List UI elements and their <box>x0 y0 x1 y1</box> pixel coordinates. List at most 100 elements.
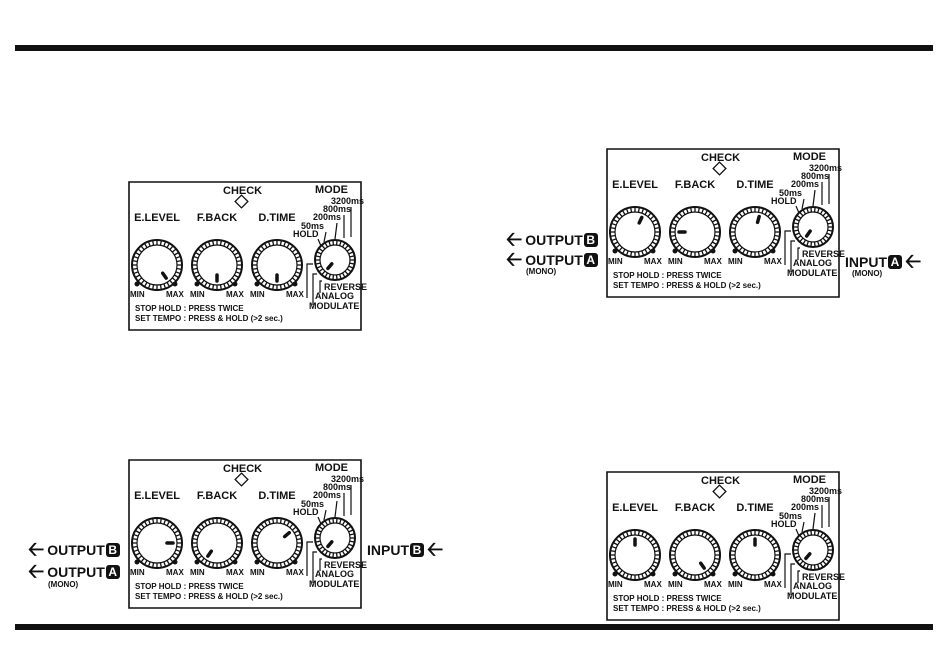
mode-option-time: HOLD <box>293 507 319 517</box>
arrow-left-icon: 🡠 <box>506 229 523 251</box>
arrow-left-icon: 🡠 <box>28 561 45 583</box>
input-a-label: INPUT <box>845 254 887 270</box>
output-b-label: OUTPUT <box>47 542 105 558</box>
check-label: CHECK <box>701 475 741 487</box>
mode-leader-line <box>784 230 791 265</box>
max-dot <box>710 248 716 254</box>
mode-option-time: 200ms <box>791 179 820 189</box>
panel-outline <box>606 148 840 298</box>
min-label: MIN <box>130 568 145 577</box>
mode-option-time: 800ms <box>801 494 830 504</box>
mode-label: MODE <box>315 462 348 474</box>
max-dot <box>292 281 298 287</box>
min-dot <box>672 571 678 577</box>
panel-drawing <box>606 471 840 621</box>
min-dot <box>732 248 738 254</box>
knob-mode <box>314 239 356 281</box>
knob-label: F.BACK <box>674 179 716 191</box>
mode-leader-line <box>812 512 816 530</box>
panel-drawing <box>128 181 362 331</box>
knob-label: D.TIME <box>258 490 296 502</box>
output-b-jack-top-right: 🡠 OUTPUT B <box>503 229 598 251</box>
mode-option-modulate: MODULATE <box>787 591 838 601</box>
min-label: MIN <box>250 290 265 299</box>
max-dot <box>172 559 178 565</box>
mode-option-analog: ANALOG <box>793 581 832 591</box>
mode-leader-line <box>790 563 795 595</box>
knob-f-back <box>191 517 243 569</box>
min-dot <box>134 281 140 287</box>
mode-leader-line <box>323 509 327 521</box>
max-label: MAX <box>764 257 782 266</box>
knob-e-level <box>131 239 183 291</box>
mono-label: (MONO) <box>852 269 883 278</box>
min-dot <box>254 559 260 565</box>
mode-option-time: 50ms <box>301 499 325 509</box>
check-label: CHECK <box>701 152 741 164</box>
mode-leader-line <box>312 551 317 583</box>
mode-option-analog: ANALOG <box>793 258 832 268</box>
knob-mode <box>314 517 356 559</box>
mode-leader-line <box>795 205 800 214</box>
max-dot <box>770 248 776 254</box>
mode-option-analog: ANALOG <box>315 291 354 301</box>
mode-leader-line <box>323 231 327 243</box>
mode-option-modulate: MODULATE <box>309 579 360 589</box>
min-label: MIN <box>728 257 743 266</box>
max-label: MAX <box>286 568 304 577</box>
mode-option-time: 3200ms <box>809 486 843 496</box>
min-dot <box>612 248 618 254</box>
mode-leader-line <box>801 198 805 210</box>
mode-leader-line <box>801 521 805 533</box>
mode-option-time: HOLD <box>771 196 797 206</box>
knob-d-time <box>729 529 781 581</box>
knob-e-level <box>609 529 661 581</box>
mode-option-time: HOLD <box>771 519 797 529</box>
mode-option-time: 800ms <box>323 482 352 492</box>
bottom-rule <box>15 624 933 630</box>
mode-option-time: 50ms <box>779 188 803 198</box>
knob-label: F.BACK <box>196 490 238 502</box>
knob-mode <box>792 529 834 571</box>
output-b-letter: B <box>583 233 598 247</box>
mode-leader-line <box>797 247 800 260</box>
mode-leader-line <box>306 263 313 298</box>
knob-f-back <box>191 239 243 291</box>
mode-leader-line <box>812 189 816 207</box>
knob-e-level <box>131 517 183 569</box>
knob-d-time <box>729 206 781 258</box>
mode-leader-line <box>790 240 795 272</box>
max-dot <box>770 571 776 577</box>
input-b-letter: B <box>410 543 424 557</box>
min-dot <box>194 281 200 287</box>
min-label: MIN <box>190 290 205 299</box>
max-label: MAX <box>286 290 304 299</box>
mode-leader-line <box>317 238 322 247</box>
mode-label: MODE <box>793 151 826 163</box>
mode-option-time: 3200ms <box>809 163 843 173</box>
max-label: MAX <box>226 290 244 299</box>
output-a-letter: A <box>583 253 598 267</box>
arrow-left-icon: 🡠 <box>905 251 922 273</box>
min-label: MIN <box>728 580 743 589</box>
mode-option-modulate: MODULATE <box>309 301 360 311</box>
mode-option-reverse: REVERSE <box>802 249 846 259</box>
max-dot <box>232 281 238 287</box>
stop-hold-instruction: STOP HOLD : PRESS TWICE <box>613 594 722 603</box>
output-a-label: OUTPUT <box>47 564 105 580</box>
mode-leader-line <box>334 500 338 518</box>
max-label: MAX <box>644 257 662 266</box>
check-led-icon <box>712 484 727 499</box>
output-a-letter: A <box>105 565 120 579</box>
max-label: MAX <box>166 290 184 299</box>
mode-option-reverse: REVERSE <box>324 282 368 292</box>
mode-option-reverse: REVERSE <box>802 572 846 582</box>
mode-leader-line <box>319 558 322 571</box>
mode-option-time: 200ms <box>313 490 342 500</box>
panel-outline <box>128 459 362 609</box>
mode-option-time: 50ms <box>779 511 803 521</box>
check-label: CHECK <box>223 185 263 197</box>
mode-leader-line <box>334 222 338 240</box>
mode-option-time: 200ms <box>313 212 342 222</box>
